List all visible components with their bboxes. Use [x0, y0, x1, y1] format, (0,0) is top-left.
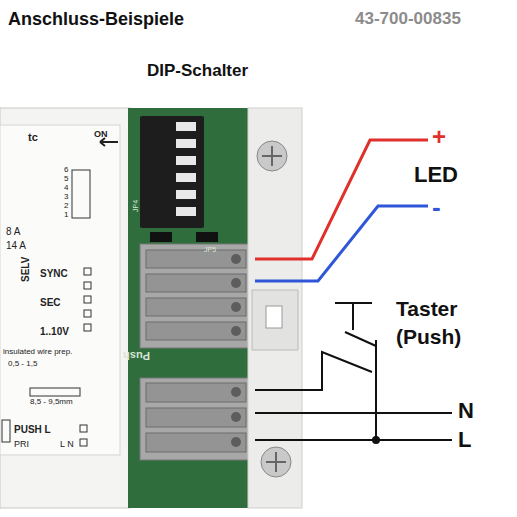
part-number: 43-700-00835	[355, 10, 461, 29]
pcb-text: JP5	[204, 246, 216, 254]
screw	[261, 447, 291, 477]
junction-dot	[372, 436, 380, 444]
sticker-text: PRI	[14, 440, 29, 450]
dip-switch	[140, 116, 204, 228]
sticker-squares	[2, 170, 91, 446]
jumper-jp4	[150, 232, 172, 242]
push-switch	[322, 340, 376, 440]
strain-relief-slot	[266, 306, 282, 328]
jumper-jp5	[196, 232, 218, 242]
terminal-slots	[146, 383, 246, 452]
dip-levers	[176, 122, 196, 216]
push-button-symbol	[335, 303, 372, 330]
driver-housing	[0, 108, 130, 508]
line-label: L	[458, 428, 471, 452]
type-sticker	[0, 125, 120, 455]
n-wire	[255, 412, 452, 414]
screw-cross	[266, 452, 286, 472]
sticker-text: SELV	[20, 257, 31, 282]
push-wire	[255, 360, 322, 390]
on-arrow	[100, 138, 118, 146]
switch-contact	[345, 332, 376, 346]
dip-label: DIP-Schalter	[147, 62, 248, 81]
sticker-text: 1..10V	[40, 326, 69, 337]
sticker-text: ON	[94, 130, 108, 140]
led-minus-wire	[255, 206, 428, 281]
dip-number: 6	[64, 166, 68, 175]
dip-number: 2	[64, 202, 68, 211]
dip-number: 1	[64, 211, 68, 220]
push-label: Taster (Push)	[396, 295, 492, 352]
sticker-text: 14 A	[6, 240, 26, 251]
housing-strip	[248, 108, 302, 508]
terminal-slots	[146, 250, 246, 340]
dip-number: 5	[64, 175, 68, 184]
sticker-text: 0,5 - 1,5	[8, 360, 37, 369]
sticker-text: tc	[28, 131, 38, 143]
sticker-text: SYNC	[40, 268, 68, 279]
pcb-text: Push	[123, 350, 150, 362]
sticker-text: L N	[60, 440, 74, 450]
terminal-block-pri	[140, 378, 252, 460]
dip-number: 4	[64, 184, 68, 193]
sticker-text: insulated wire prep.	[3, 348, 72, 357]
polarity-minus: -	[432, 193, 441, 222]
polarity-plus: +	[432, 124, 446, 150]
sticker-text: 8,5 - 9,5mm	[30, 398, 73, 407]
pcb	[128, 108, 248, 508]
screw-cross	[262, 146, 282, 166]
led-label: LED	[414, 163, 458, 187]
terminal-block-sec	[140, 244, 252, 348]
title: Anschluss-Beispiele	[8, 10, 184, 30]
sticker-text: SEC	[40, 297, 61, 308]
sticker-text: PUSH L	[14, 424, 51, 435]
screw	[257, 141, 287, 171]
l-wire	[255, 439, 452, 441]
neutral-label: N	[458, 399, 474, 423]
led-plus-wire	[255, 140, 428, 259]
sticker-text: 8 A	[6, 226, 20, 237]
strain-relief	[252, 290, 298, 350]
dip-number: 3	[64, 193, 68, 202]
pcb-text: JP4	[132, 200, 140, 212]
